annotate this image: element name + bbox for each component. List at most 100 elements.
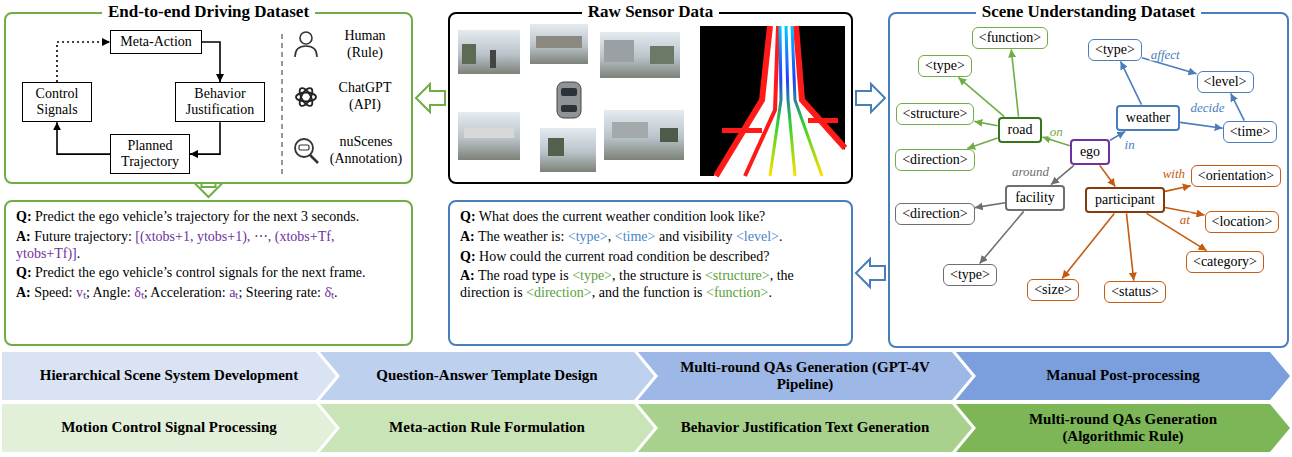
node-label: facility — [1015, 190, 1055, 207]
source-label: ChatGPT (API) — [332, 80, 398, 114]
attribute-box: <orientation> — [1191, 165, 1281, 188]
connector-arrow — [1011, 49, 1018, 116]
sensor-panel: Raw Sensor Data — [448, 12, 853, 184]
process-chevron: Meta-action Rule Formulation — [320, 404, 654, 452]
attribute-box: <function> — [972, 27, 1048, 50]
qa-text: Q: Predict the ego vehicle’s trajectory … — [16, 209, 401, 226]
chevron-shape — [320, 404, 654, 452]
camera-photo — [536, 36, 582, 48]
panel-title: End-to-end Driving Dataset — [102, 2, 315, 22]
qa-text: A: Speed: vₜ; Angle: δₜ; Acceleration: a… — [16, 285, 401, 302]
process-chevron: Multi-round QAs Generation (GPT-4V Pipel… — [638, 352, 972, 400]
node-label: <category> — [1193, 254, 1257, 271]
node-label: <time> — [1230, 124, 1271, 141]
node-label: Planned Trajectory — [116, 138, 184, 170]
connector-arrow — [190, 122, 220, 154]
node-label: road — [1008, 122, 1033, 139]
scene-panel: Scene Understanding Dataset<function><ty… — [888, 12, 1289, 348]
camera-photo — [650, 46, 674, 64]
camera-photo — [612, 122, 648, 138]
node-label: Manual Post-processing — [1046, 367, 1199, 384]
node-label: Behavior Justification Text Generation — [681, 419, 929, 436]
camera-photo — [540, 128, 596, 172]
map-image — [700, 26, 845, 176]
process-box: Behavior Justification — [175, 82, 265, 122]
connector-arrow — [974, 121, 997, 125]
chatgpt-logo — [296, 93, 316, 102]
node-label: <direction> — [902, 152, 968, 169]
connector-arrow — [1121, 61, 1142, 104]
connector-arrow — [202, 42, 220, 82]
connector-arrow — [1051, 165, 1074, 184]
qa-text: A: The road type is <type>, the structur… — [460, 268, 841, 302]
entity-box: participant — [1085, 187, 1165, 214]
process-box: Control Signals — [22, 82, 92, 122]
node-label: <function> — [979, 30, 1041, 47]
edge-label: around — [1011, 164, 1050, 177]
connector-arrow — [975, 203, 1005, 208]
node-label: Multi-round QAs Generation (GPT-4V Pipel… — [668, 359, 942, 394]
camera-photo — [464, 128, 514, 138]
connector-arrow — [1062, 213, 1114, 278]
node-label: <type> — [1095, 42, 1135, 59]
chevron-shape — [2, 352, 336, 400]
chatgpt-logo — [297, 86, 315, 108]
entity-box: ego — [1070, 139, 1110, 166]
node-label: Hierarchical Scene System Development — [40, 367, 298, 384]
camera-photo — [490, 50, 496, 68]
node-label: <type> — [925, 58, 965, 75]
block-arrow — [416, 84, 445, 112]
camera-photo — [548, 138, 564, 156]
chevron-shape — [320, 352, 654, 400]
connector-arrow — [980, 211, 1024, 263]
node-label: Meta-action Rule Formulation — [389, 419, 585, 436]
ego-car — [561, 88, 577, 96]
edge-label: on — [1049, 125, 1064, 138]
node-label: ego — [1080, 144, 1100, 161]
map-lane — [770, 26, 781, 176]
attribute-box: <type> — [1088, 39, 1142, 62]
qa-box: Q: What does the current weather conditi… — [448, 200, 853, 346]
process-chevron: Question-Answer Template Design — [320, 352, 654, 400]
qa-box: Q: Predict the ego vehicle’s trajectory … — [4, 200, 413, 346]
camera-photo — [530, 24, 588, 64]
attribute-box: <direction> — [895, 203, 975, 226]
human-icon — [295, 46, 317, 57]
attribute-box: <time> — [1223, 121, 1278, 144]
node-label: <location> — [1212, 214, 1273, 231]
camera-photo — [660, 128, 678, 142]
edge-label: in — [1124, 137, 1136, 150]
qa-text: A: Future trajectory: [(xtobs+1, ytobs+1… — [16, 229, 401, 263]
human-icon — [300, 32, 312, 44]
dashed-separator — [281, 34, 283, 178]
node-label: weather — [1126, 110, 1170, 127]
map-boundary — [796, 26, 845, 148]
connector-arrow — [1231, 93, 1245, 120]
edge-label: decide — [1190, 100, 1226, 113]
process-box: Planned Trajectory — [110, 134, 190, 174]
connector-arrow — [1180, 122, 1223, 128]
node-label: Question-Answer Template Design — [376, 367, 597, 384]
edge-label: at — [1179, 213, 1191, 226]
source-label: nuScenes (Annotation) — [324, 134, 408, 168]
camera-photo — [462, 44, 476, 64]
entity-box: road — [998, 117, 1043, 144]
process-chevron: Multi-round QAs Generation (Algorithmic … — [956, 404, 1290, 452]
node-label: <orientation> — [1198, 168, 1274, 185]
chevron-shape — [2, 404, 336, 452]
node-label: Meta-Action — [116, 34, 196, 50]
attribute-box: <level> — [1197, 71, 1254, 94]
block-arrow — [856, 259, 885, 287]
attribute-box: <direction> — [895, 149, 975, 172]
camera-photo — [458, 112, 520, 160]
magnifier-icon — [295, 139, 313, 157]
chevron-shape — [956, 404, 1290, 452]
block-arrow — [195, 183, 223, 197]
node-label: participant — [1095, 192, 1155, 209]
chatgpt-logo — [297, 86, 315, 108]
camera-photo — [604, 110, 684, 160]
camera-photo — [600, 32, 680, 78]
edge-label: affect — [1150, 47, 1181, 60]
entity-box: facility — [1005, 185, 1065, 212]
connector-arrow — [967, 138, 997, 149]
